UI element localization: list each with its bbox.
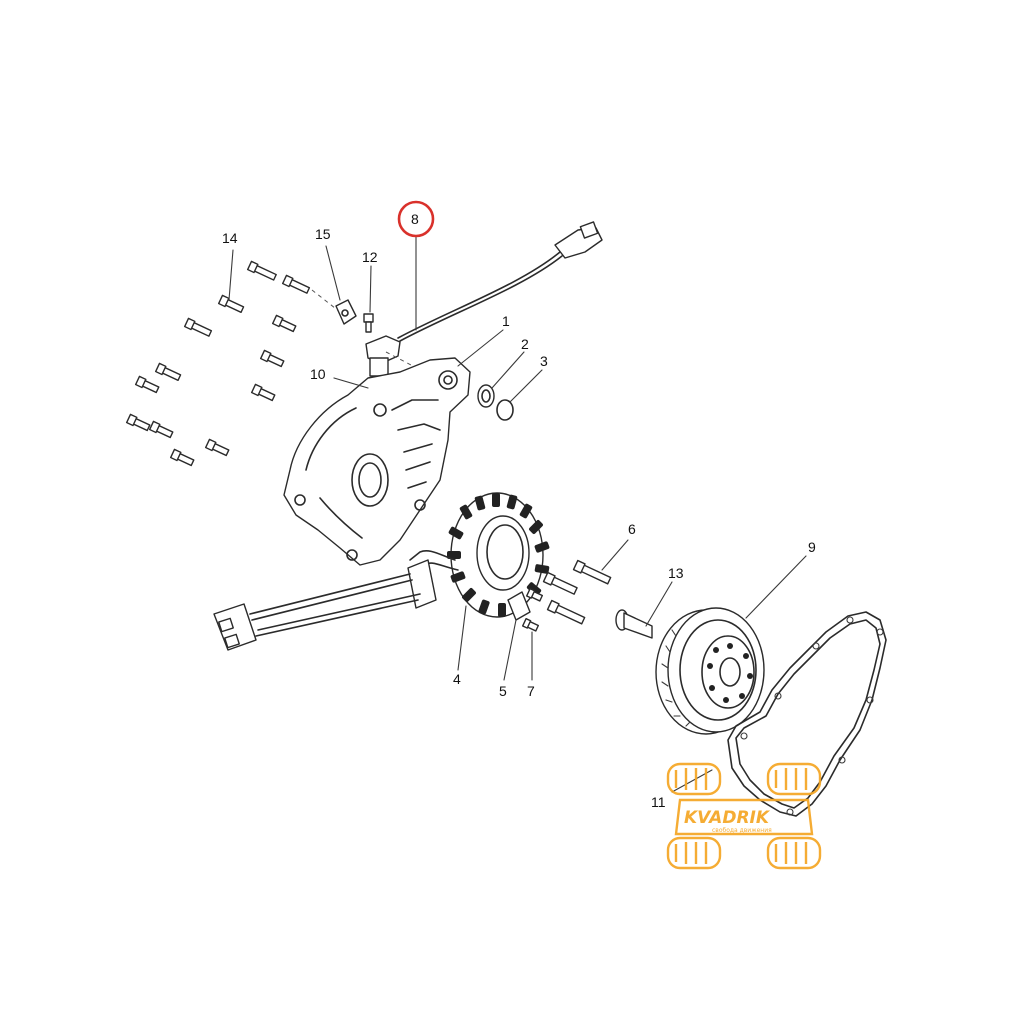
flywheel-bolt [615,609,653,639]
speed-sensor [365,221,603,377]
callout-9: 9 [808,539,816,555]
cable-clamp [335,299,357,325]
generator-cover [283,357,471,566]
callout-15: 15 [315,226,331,242]
callout-3: 3 [540,353,548,369]
watermark-tagline: свобода движения [712,827,772,834]
callout-8: 8 [411,211,419,227]
bearing [477,384,495,408]
callout-8-highlight [397,200,435,238]
callout-7: 7 [527,683,535,699]
callout-13: 13 [668,565,684,581]
circlip [496,399,514,421]
callout-labels: 1 2 3 4 5 6 7 8 9 10 11 12 13 14 15 [222,211,816,810]
kvadrik-watermark-logo: KVADRIK свобода движения [666,762,822,870]
callout-1: 1 [502,313,510,329]
stator-harness [213,550,459,651]
callout-10: 10 [310,366,326,382]
callout-6: 6 [628,521,636,537]
stator-bolts [542,559,612,625]
stator [447,492,550,618]
callout-5: 5 [499,683,507,699]
callout-4: 4 [453,671,461,687]
callout-11: 11 [651,794,666,810]
flywheel-rotor [655,607,765,735]
callout-2: 2 [521,336,529,352]
screw-12 [363,313,374,333]
callout-14: 14 [222,230,238,246]
watermark-brand: KVADRIK [684,808,771,828]
wire-retainer [507,587,544,632]
callout-12: 12 [362,249,378,265]
bolt-group [125,260,311,467]
